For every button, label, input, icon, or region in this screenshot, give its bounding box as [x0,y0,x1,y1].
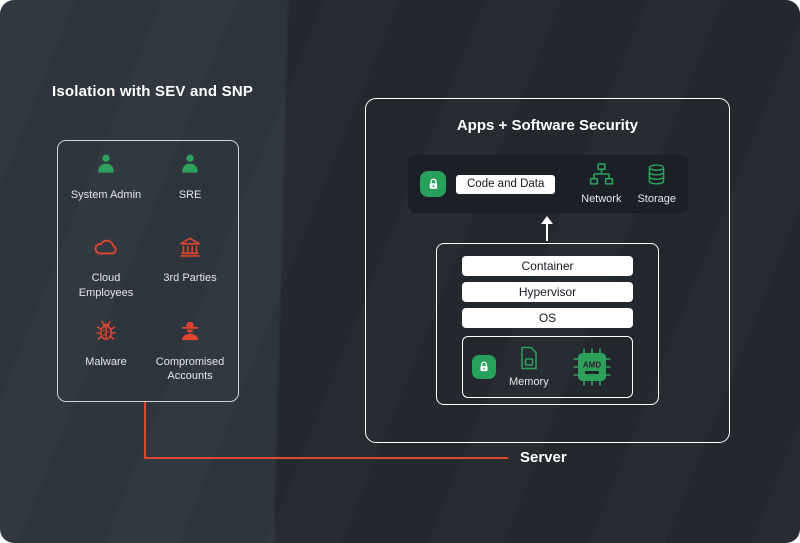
server-label: Server [520,449,567,466]
storage-icon [645,163,668,191]
memory-group: Memory [509,346,549,388]
actor-label: Malware [85,355,127,368]
actor-label: Compromised Accounts [155,355,225,382]
stack-layer-hypervisor: Hypervisor [462,282,633,302]
bank-icon [177,234,203,265]
software-stack-box: Container Hypervisor OS [436,243,659,405]
network-label: Network [581,193,622,205]
actor-label: System Admin [70,189,142,201]
actor-system-admin: System Admin [65,151,147,224]
left-panel-title: Isolation with SEV and SNP [52,83,254,100]
actor-label: 3rd Parties [163,272,217,285]
red-connector-vertical [144,402,146,459]
bug-icon [93,318,119,349]
storage-label: Storage [637,193,676,205]
actor-cloud-employees: Cloud Employees [65,234,147,307]
actor-3rd-parties: 3rd Parties [149,234,231,307]
actor-compromised-accounts: Compromised Accounts [149,318,231,391]
spy-icon [176,318,204,349]
red-connector-horizontal [144,457,508,459]
lock-icon [420,171,446,197]
up-arrow [540,216,554,241]
actor-malware: Malware [65,318,147,391]
stack-layer-os: OS [462,308,633,328]
amd-chip-icon: AMD [572,347,612,387]
network-resource: Network [581,163,621,205]
lock-icon [472,355,496,379]
cloud-icon [92,234,120,265]
threat-actors-box: System Admin SRE Cloud Employees [57,140,239,402]
memory-icon [518,346,540,375]
code-and-data-pill: Code and Data [456,174,556,194]
actor-label: SRE [178,189,202,201]
network-icon [589,163,614,191]
actor-sre: SRE [149,151,231,224]
storage-resource: Storage [637,163,676,205]
sre-person-icon [177,151,203,182]
up-arrow-head [541,216,553,224]
amd-chip-label: AMD [583,361,601,370]
apps-security-title: Apps + Software Security [456,117,639,134]
admin-person-icon [93,151,119,182]
memory-label: Memory [509,376,549,388]
actor-label: Cloud Employees [78,272,134,299]
up-arrow-line [546,224,548,241]
hardware-box: Memory AMD [462,336,633,398]
stack-layer-container: Container [462,256,633,276]
apps-software-security-box: Apps + Software Security Code and Data [365,98,730,443]
protected-resources-box: Code and Data Network [408,155,688,213]
